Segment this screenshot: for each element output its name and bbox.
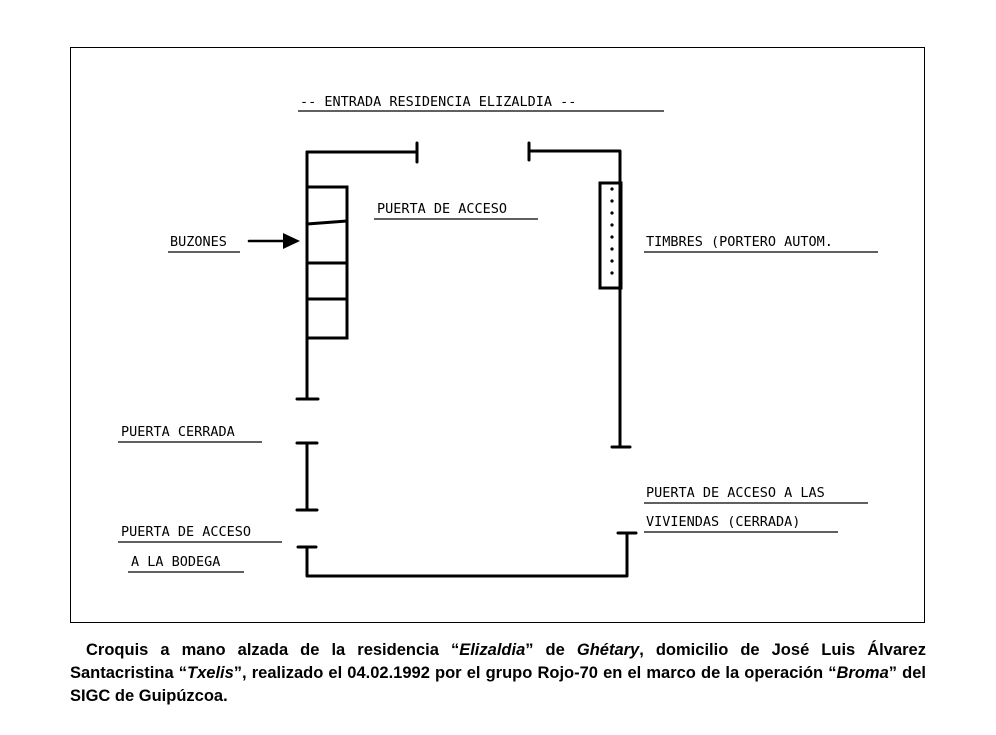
figure-frame <box>70 47 925 623</box>
top-wall-right <box>527 149 622 448</box>
caption-text-4: ”, realizado el 04.02.1992 por el grupo … <box>233 664 837 682</box>
caption-text-2: ” de <box>525 641 577 659</box>
label-puerta-cerrada: PUERTA CERRADA <box>121 424 235 440</box>
doorbell-dot <box>610 235 614 239</box>
label-buzones: BUZONES <box>170 234 227 250</box>
label-timbres: TIMBRES (PORTERO AUTOM. <box>646 234 833 250</box>
arrow-icon <box>247 233 300 249</box>
figure-caption: Croquis a mano alzada de la residencia “… <box>70 639 926 708</box>
label-viviendas-line1: PUERTA DE ACCESO A LAS <box>646 485 825 501</box>
caption-place-ghetary: Ghétary <box>576 641 640 659</box>
doorbell-dot <box>610 247 614 251</box>
caption-alias-txelis: Txelis <box>187 664 234 682</box>
doorbell-panel-outline <box>598 181 623 290</box>
label-puerta-acceso: PUERTA DE ACCESO <box>377 201 507 217</box>
mailbox-divider <box>306 219 348 226</box>
mailboxes <box>305 185 349 340</box>
doorbell-dot <box>610 211 614 215</box>
label-viviendas-line2: VIVIENDAS (CERRADA) <box>646 514 800 530</box>
caption-name-elizaldia: Elizaldia <box>459 641 526 659</box>
caption-text-1: Croquis a mano alzada de la residencia “ <box>86 641 460 659</box>
caption-text-3: , domicilio de José Luis Álvarez Santacr… <box>70 641 926 682</box>
caption-op-broma: Broma <box>836 664 889 682</box>
label-bodega-line2: A LA BODEGA <box>131 554 220 570</box>
caption-text-5: ” del SIGC de Guipúzcoa. <box>70 664 926 705</box>
label-bodega-line1: PUERTA DE ACCESO <box>121 524 251 540</box>
doorbell-dot <box>610 187 614 191</box>
sketch-title: -- ENTRADA RESIDENCIA ELIZALDIA -- <box>300 94 576 110</box>
bottom-wall <box>305 531 629 578</box>
doorbell-dot <box>610 259 614 263</box>
doorbell-dot <box>610 271 614 275</box>
doorbell-dot <box>610 223 614 227</box>
doorbell-dot <box>610 199 614 203</box>
doorbell-panel <box>598 181 623 290</box>
